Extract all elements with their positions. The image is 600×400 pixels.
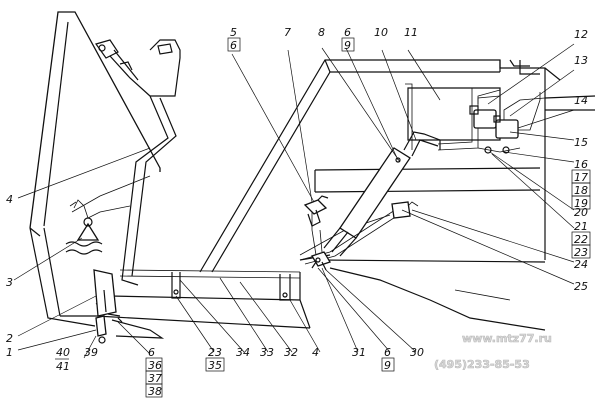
- watermark: www.mtz77.ru (495)233-85-53: [434, 332, 552, 372]
- junction-box: [391, 201, 419, 219]
- callout-23-bottom: 23: [208, 346, 222, 359]
- watermark-phone: (495)233-85-53: [434, 358, 530, 371]
- callout-39: 39: [84, 346, 98, 359]
- callout-1: 1: [6, 346, 13, 359]
- callout-6-top-left: 6: [230, 39, 237, 52]
- callout-4-bottom: 4: [312, 346, 319, 359]
- callout-18: 18: [574, 184, 588, 197]
- callout-30: 30: [410, 346, 424, 359]
- callout-13: 13: [574, 54, 588, 67]
- callout-23-right: 23: [574, 246, 588, 259]
- callout-37: 37: [148, 372, 162, 385]
- callout-40: 40: [56, 346, 70, 359]
- callout-21: 21: [574, 220, 588, 233]
- callout-16: 16: [574, 158, 588, 171]
- callout-6-top-right: 6: [344, 26, 351, 39]
- leader-lines: [13, 43, 575, 359]
- callout-36: 36: [148, 359, 162, 372]
- watermark-site: www.mtz77.ru: [462, 332, 552, 345]
- callout-10: 10: [374, 26, 388, 39]
- callout-7: 7: [284, 26, 291, 39]
- callout-35: 35: [208, 359, 222, 372]
- callout-3: 3: [6, 276, 13, 289]
- filter-units: [469, 95, 546, 154]
- callout-11: 11: [404, 26, 418, 39]
- callout-5: 5: [230, 26, 237, 39]
- upper-cab-fixture: [95, 39, 151, 97]
- callout-12: 12: [574, 28, 588, 41]
- callout-22: 22: [574, 233, 588, 246]
- callout-14: 14: [574, 94, 588, 107]
- callout-19: 19: [574, 197, 588, 210]
- pipe-brackets: [171, 272, 291, 301]
- callout-33: 33: [260, 346, 274, 359]
- cab-frame: [29, 11, 181, 327]
- callout-15: 15: [574, 136, 588, 149]
- callout-38: 38: [148, 385, 162, 398]
- hydraulic-cylinder: [323, 131, 441, 257]
- callout-41: 41: [56, 360, 70, 373]
- fitting-cluster: [311, 251, 331, 271]
- callout-32: 32: [284, 346, 298, 359]
- callout-4-left: 4: [6, 193, 13, 206]
- callout-9-bottom: 9: [384, 359, 391, 372]
- lamp-assembly: [65, 175, 151, 255]
- callout-6-bottom-left: 6: [148, 346, 155, 359]
- pedal-bracket: [93, 269, 165, 344]
- callout-34: 34: [236, 346, 250, 359]
- callout-24: 24: [574, 258, 588, 271]
- callout-25: 25: [574, 280, 588, 293]
- callout-6-bottom-center: 6: [384, 346, 391, 359]
- callout-31: 31: [352, 346, 366, 359]
- callouts: 4 3 2 1 40 41 39 6 36 37 38 23 35 34 33 …: [6, 26, 591, 398]
- callout-9-top: 9: [344, 39, 351, 52]
- callout-17: 17: [574, 171, 588, 184]
- callout-2: 2: [6, 332, 13, 345]
- machine-body: [199, 59, 596, 331]
- callout-8: 8: [318, 26, 325, 39]
- valve-block: [303, 195, 329, 227]
- callout-20: 20: [574, 206, 588, 219]
